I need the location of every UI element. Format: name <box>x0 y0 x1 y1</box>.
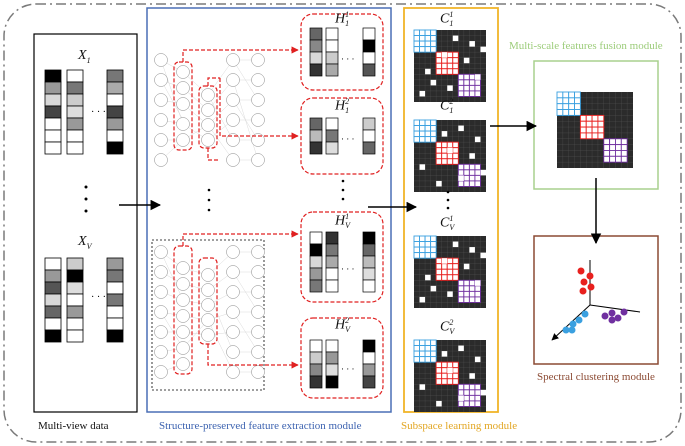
svg-text:· · ·: · · · <box>341 54 355 64</box>
svg-text:· · ·: · · · <box>91 107 106 118</box>
symbol-x1: X1 <box>78 48 91 65</box>
lower-network-frame <box>151 239 265 391</box>
matrix-cv-1 <box>413 235 486 308</box>
svg-text:· · ·: · · · <box>341 134 355 144</box>
red-connectors <box>182 46 299 369</box>
extraction-module-label: Structure-preserved feature extraction m… <box>159 420 362 432</box>
spectral-module-box <box>533 235 659 365</box>
view-v-features: · · · <box>44 257 124 343</box>
multiview-vertical-dots <box>84 185 88 213</box>
upper-layer-3 <box>201 88 215 147</box>
symbol-cv1: C1V <box>440 214 455 233</box>
network-vertical-dots <box>207 188 211 212</box>
red-cluster <box>577 267 595 295</box>
outer-frame <box>3 3 682 443</box>
symbol-hv2: H2V <box>335 316 351 335</box>
matrix-c1-2 <box>413 119 486 192</box>
feature-box-h1-1: · · · <box>300 13 384 91</box>
feature-vertical-dots <box>341 179 345 201</box>
svg-text:· · ·: · · · <box>341 364 355 374</box>
symbol-hv1: H1V <box>335 212 351 231</box>
feature-box-hv-2: · · · <box>300 317 384 399</box>
svg-text:· · ·: · · · <box>341 264 355 274</box>
upper-layer-5 <box>251 53 265 167</box>
cluster-plot <box>551 260 641 341</box>
view-1-features: · · · <box>44 69 124 155</box>
upper-layer-2 <box>176 65 190 147</box>
spectral-module-label: Spectral clustering module <box>537 371 655 383</box>
blue-cluster <box>562 310 589 334</box>
matrix-c1-1 <box>413 29 486 102</box>
fused-matrix <box>556 91 633 168</box>
matrix-fused <box>556 91 633 168</box>
subspace-module-label: Subspace learning module <box>401 420 518 432</box>
subspace-vertical-dots <box>446 190 450 210</box>
purple-cluster <box>601 308 628 324</box>
symbol-cv2: C2V <box>440 318 455 337</box>
symbol-c11: C11 <box>440 10 454 29</box>
multiview-data-label: Multi-view data <box>38 420 109 432</box>
extraction-module-box <box>146 7 392 413</box>
upper-layer-4 <box>226 53 240 167</box>
coefficient-matrices <box>413 29 486 412</box>
upper-layer-1 <box>154 53 168 167</box>
symbol-h12: H21 <box>335 97 350 116</box>
feature-box-h1-2: · · · <box>300 97 384 175</box>
lower-network <box>151 239 265 391</box>
symbol-xv: XV <box>78 234 92 251</box>
upper-network-edges <box>160 59 259 161</box>
feature-box-hv-1: · · · <box>300 211 384 303</box>
upper-network <box>154 53 265 167</box>
symbol-c12: C21 <box>440 97 454 116</box>
svg-text:· · ·: · · · <box>91 292 106 303</box>
symbol-h11: H11 <box>335 10 350 29</box>
fusion-module-label: Multi-scale features fusion module <box>509 40 663 52</box>
matrix-cv-2 <box>413 339 486 412</box>
